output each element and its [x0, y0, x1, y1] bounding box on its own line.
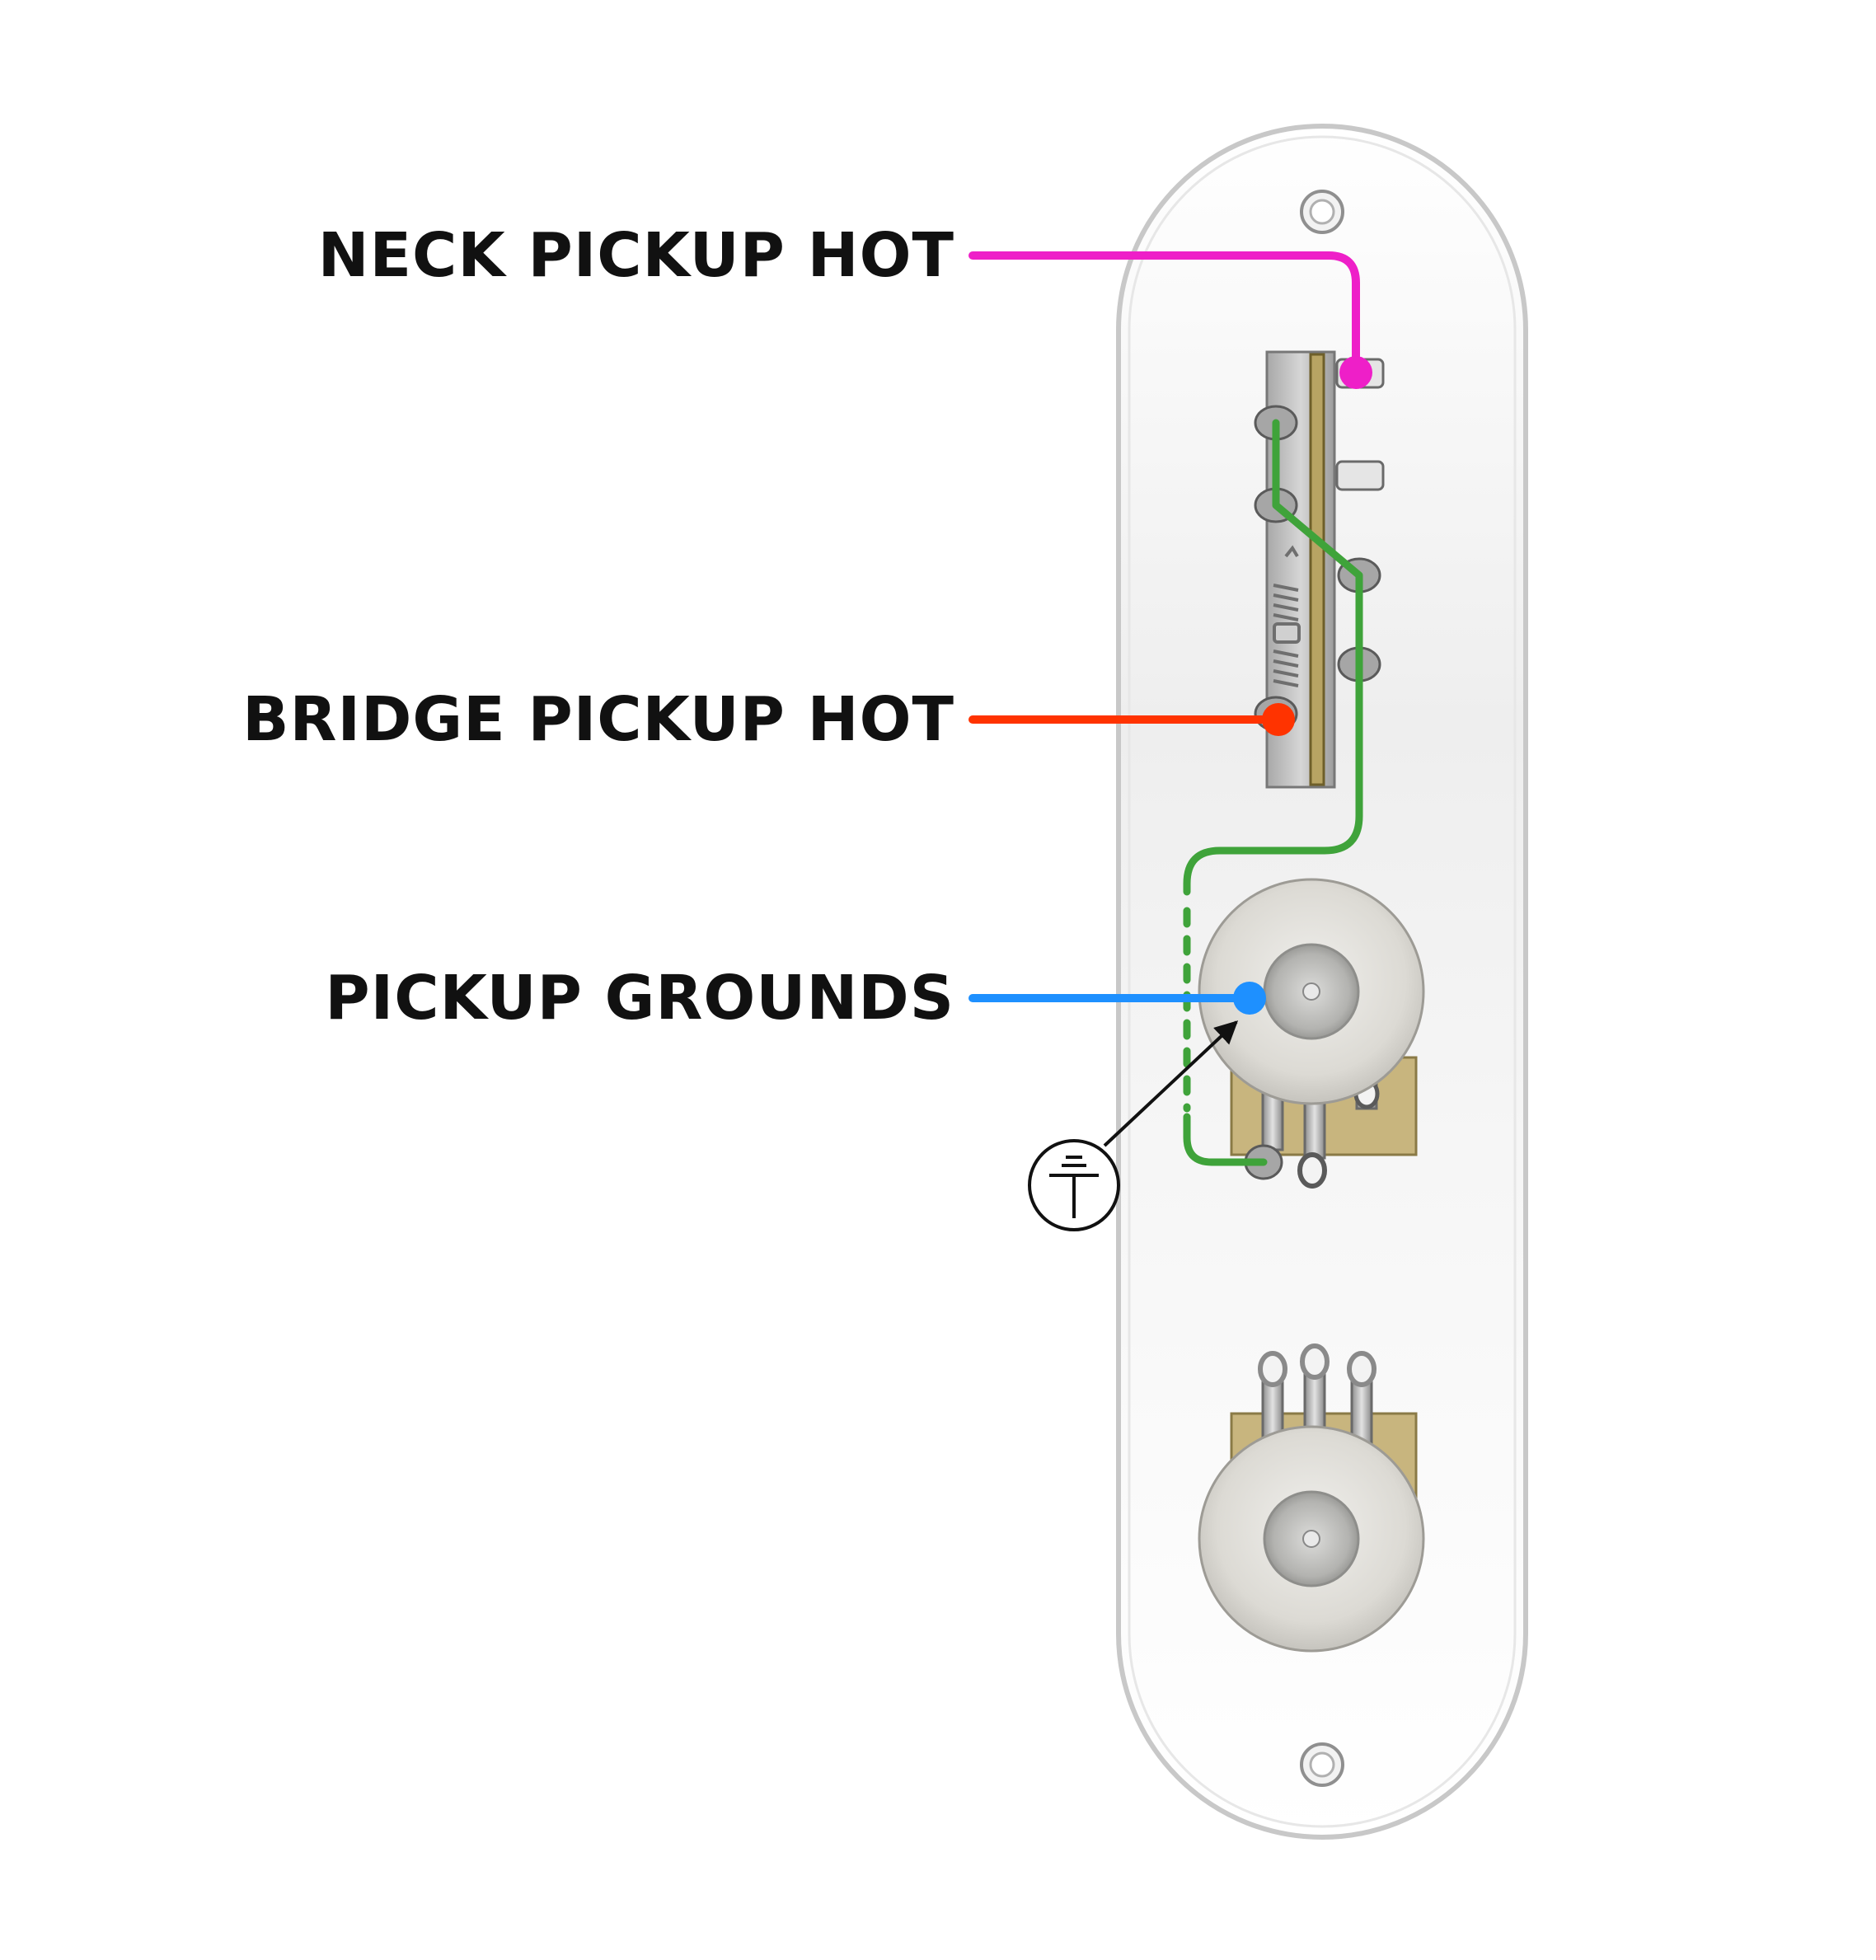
pickup-grounds-label: PICKUP GROUNDS [325, 963, 954, 1034]
neck-pickup-hot-wire [968, 251, 1372, 389]
screw-hole-top [1300, 190, 1344, 234]
ground-symbol-icon [1028, 1139, 1120, 1231]
volume-pot [1198, 878, 1425, 1189]
bridge-pickup-hot-wire [968, 703, 1295, 736]
jumper-wires [1183, 419, 1363, 1166]
switch-spring [1273, 545, 1301, 687]
bridge-pickup-hot-label: BRIDGE PICKUP HOT [242, 684, 954, 755]
tone-pot [1198, 1343, 1425, 1653]
ground-arrow [1103, 1020, 1239, 1147]
pickup-grounds-wire [968, 982, 1266, 1015]
neck-pickup-hot-label: NECK PICKUP HOT [318, 220, 954, 291]
screw-hole-bottom [1300, 1742, 1344, 1787]
